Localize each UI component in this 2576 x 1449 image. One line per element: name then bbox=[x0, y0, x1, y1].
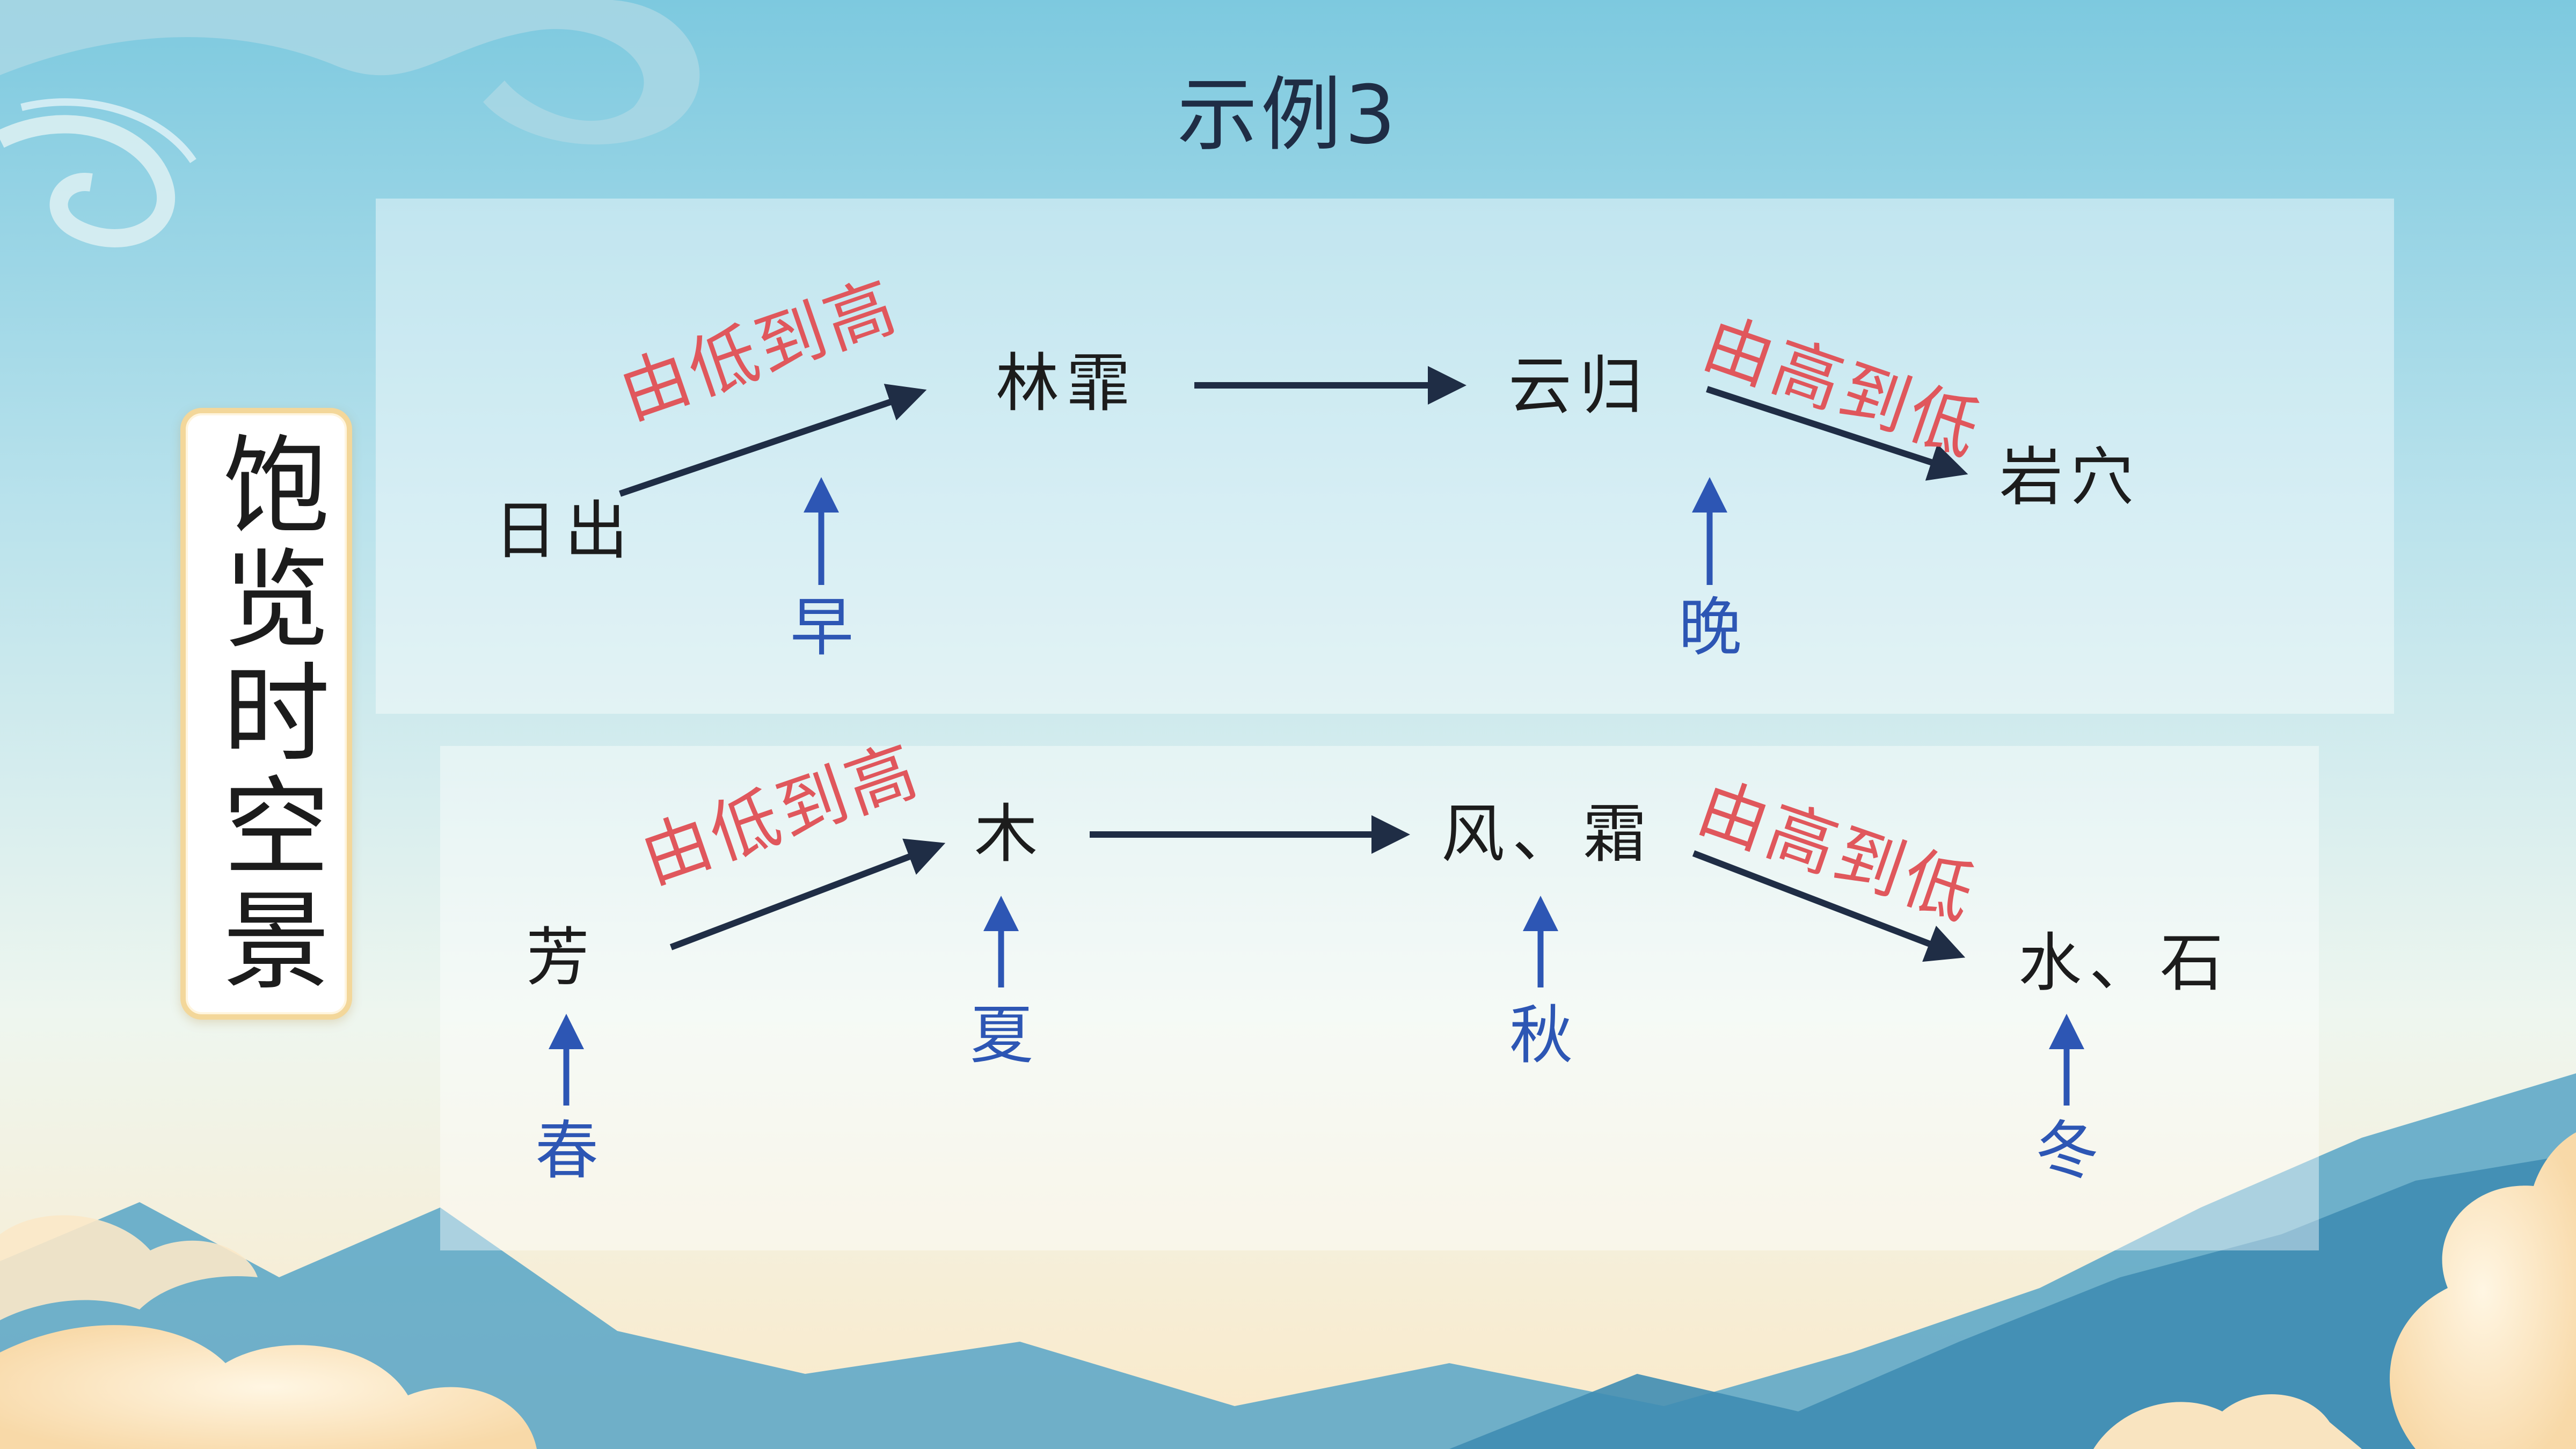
node-forest-mist: 林霏 bbox=[996, 346, 1138, 420]
side-label-card: 饱览时空景 bbox=[180, 408, 352, 1020]
time-morning: 早 bbox=[790, 590, 854, 664]
node-cave: 岩穴 bbox=[1999, 440, 2142, 514]
node-water-stone: 水、石 bbox=[2018, 926, 2231, 1000]
cloud-decoration bbox=[0, 1325, 537, 1449]
cloud-decoration bbox=[2093, 1394, 2362, 1449]
time-winter: 冬 bbox=[2035, 1114, 2099, 1188]
swirl-decoration bbox=[0, 115, 176, 247]
node-wind-frost: 风、霜 bbox=[1441, 797, 1654, 871]
upper-panel bbox=[376, 199, 2394, 714]
side-label: 饱览时空景 bbox=[204, 429, 329, 998]
node-fragrance: 芳 bbox=[526, 920, 597, 994]
cloud-decoration bbox=[0, 1215, 258, 1320]
node-clouds-return: 云归 bbox=[1508, 349, 1651, 423]
cloud-decoration bbox=[2390, 1132, 2576, 1449]
node-trees: 木 bbox=[974, 797, 1046, 871]
time-spring: 春 bbox=[535, 1114, 599, 1188]
arrow-fall bbox=[1706, 386, 1968, 481]
time-evening: 晚 bbox=[1679, 590, 1742, 664]
node-sunrise: 日出 bbox=[494, 494, 636, 568]
page-title: 示例3 bbox=[1177, 69, 1399, 162]
swirl-decoration bbox=[20, 98, 196, 163]
time-autumn: 秋 bbox=[1509, 998, 1573, 1072]
arrow-fall bbox=[1692, 850, 1966, 962]
arrow-rise bbox=[669, 838, 946, 950]
arrow-rise bbox=[619, 384, 927, 497]
mountain-decoration bbox=[1449, 1154, 2576, 1449]
swirl-decoration bbox=[0, 0, 700, 145]
time-summer: 夏 bbox=[970, 998, 1034, 1072]
